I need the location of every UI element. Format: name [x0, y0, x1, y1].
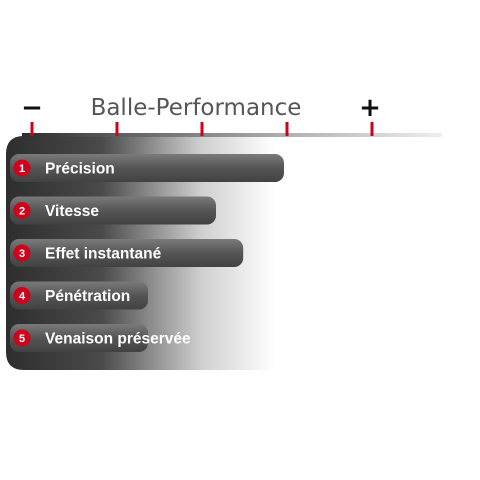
bars-group: 1 Précision 2 Vitesse 3 Effet instantané 4 Péné…	[10, 154, 284, 352]
bar-4	[10, 281, 148, 310]
bar-label: Pénétration	[45, 288, 130, 305]
bar-2	[10, 196, 216, 225]
bar-1	[10, 154, 284, 182]
bar-number: 1	[19, 163, 25, 175]
scale-min-sign: −	[21, 93, 43, 123]
bar-3	[10, 239, 244, 267]
scale-tick	[285, 122, 289, 136]
bar-label: Vitesse	[45, 203, 99, 220]
bar-label: Précision	[45, 161, 115, 178]
bar-number-badge	[13, 329, 31, 347]
bar-5	[10, 324, 148, 352]
scale-tick	[115, 122, 119, 136]
bar-number-badge	[13, 287, 31, 304]
bar-number: 5	[19, 333, 25, 345]
scale-tick	[200, 122, 204, 136]
bar-number-badge	[13, 202, 31, 219]
bar-number: 2	[19, 206, 25, 218]
bar-label: Venaison préservée	[45, 331, 191, 348]
scale-max-sign: +	[359, 93, 381, 123]
scale-axis-line	[22, 133, 442, 137]
scale-ticks	[30, 122, 374, 136]
chart-title: Balle-Performance	[91, 95, 302, 121]
bar-label: Effet instantané	[45, 246, 162, 263]
bar-number-badge	[13, 159, 31, 177]
bar-number: 4	[19, 291, 26, 303]
bar-number-badge	[13, 244, 31, 262]
scale-tick	[370, 122, 374, 136]
scale-tick	[30, 122, 34, 136]
bar-number: 3	[19, 248, 25, 260]
